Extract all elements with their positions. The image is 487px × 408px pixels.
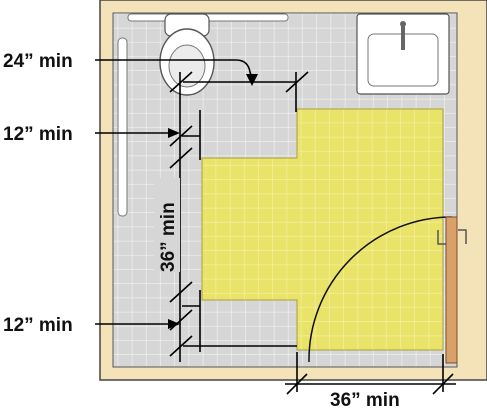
toilet-icon: [159, 13, 215, 96]
label-wall-offset-upper: 12” min: [3, 124, 73, 145]
grab-bar-side-icon: [117, 37, 128, 217]
label-toilet-clearance-top: 24” min: [3, 51, 73, 72]
door-icon: [437, 216, 467, 364]
arrow-heads: [168, 74, 258, 329]
sink-icon: [356, 13, 450, 95]
vertical-label-group: 36” min: [154, 178, 180, 272]
label-wall-offset-lower: 12” min: [3, 315, 73, 336]
label-door-clear-width: 36” min: [330, 390, 400, 408]
label-vertical-clear-width: 36” min: [158, 202, 179, 272]
leader-arrows: [95, 59, 253, 325]
clear-floor-space: [201, 108, 444, 351]
door-swing-arc-icon: [308, 216, 453, 363]
